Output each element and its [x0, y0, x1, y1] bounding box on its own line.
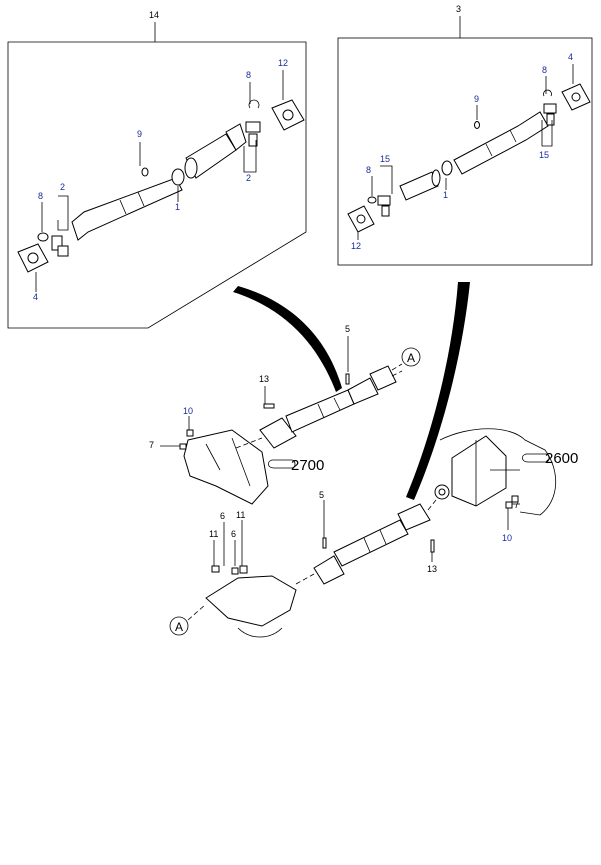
hand-pointer-icon	[522, 453, 550, 463]
callout-12-3: 12	[351, 241, 361, 251]
flange-yoke-right-3	[561, 83, 591, 111]
ref-2700[interactable]: 2700	[291, 457, 324, 474]
callout-3: 3	[456, 4, 461, 14]
callout-4-3: 4	[568, 52, 573, 62]
callout-11: 11	[236, 510, 245, 520]
callout-12: 12	[278, 58, 288, 68]
callout-1-3: 1	[443, 190, 448, 200]
front-slip-yoke	[399, 169, 441, 201]
connector-a-upper: A	[391, 347, 421, 371]
callout-9: 9	[137, 129, 142, 139]
front-propeller-shaft	[313, 503, 431, 585]
flange-yoke-left-3	[347, 205, 375, 233]
snap-ring-left	[37, 232, 49, 242]
hand-pointer-icon	[268, 459, 296, 469]
fasteners	[179, 373, 519, 575]
callout-8-3b: 8	[366, 165, 371, 175]
callout-2-b: 2	[246, 173, 251, 183]
callout-2: 2	[60, 182, 65, 192]
rear-axle-housing	[439, 428, 557, 516]
callout-13-b: 13	[427, 564, 437, 574]
callout-7-b: 7	[514, 500, 519, 510]
flange-yoke-right	[271, 99, 305, 131]
callout-13: 13	[259, 374, 269, 384]
connector-a-label: A	[407, 351, 415, 365]
rear-drive-flange	[434, 484, 450, 500]
callout-15: 15	[380, 154, 390, 164]
callout-6-b: 6	[231, 529, 236, 539]
front-shaft-tube	[453, 111, 549, 175]
callout-8: 8	[246, 70, 251, 80]
universal-joint-left	[51, 235, 69, 257]
snap-ring-left-3	[367, 196, 377, 204]
snap-ring-right-3	[543, 89, 552, 97]
pointer-stroke-box3	[406, 282, 470, 500]
callout-10-b: 10	[502, 533, 512, 543]
sleeve-yoke	[184, 123, 247, 179]
callout-9-3: 9	[474, 94, 479, 104]
callout-10: 10	[183, 406, 193, 416]
callout-6: 6	[220, 511, 225, 521]
front-axle-diff	[205, 575, 297, 638]
callout-15-b: 15	[539, 150, 549, 160]
universal-joint-left-3	[377, 195, 391, 217]
rear-shaft-tube	[71, 167, 183, 241]
callout-5: 5	[345, 324, 350, 334]
connector-a-label-lower: A	[175, 620, 183, 634]
callout-11-b: 11	[209, 529, 218, 539]
rear-propeller-shaft	[259, 365, 397, 449]
callout-14: 14	[149, 10, 159, 20]
snap-ring-right	[248, 99, 260, 109]
callout-4: 4	[33, 292, 38, 302]
callout-1: 1	[175, 202, 180, 212]
pointer-stroke-box14	[233, 286, 342, 392]
callout-8-b: 8	[38, 191, 43, 201]
universal-joint-right	[245, 121, 261, 147]
universal-joint-right-3	[543, 103, 557, 126]
callout-8-3: 8	[542, 65, 547, 75]
callout-5-b: 5	[319, 490, 324, 500]
snap-ring-middle	[171, 168, 185, 186]
connector-a-lower: A	[169, 603, 207, 636]
transfer-case	[183, 429, 269, 505]
detail-box-3: 3	[337, 4, 593, 266]
detail-box-14: 14	[7, 10, 307, 329]
snap-ring-middle-3	[441, 160, 453, 176]
ref-2600[interactable]: 2600	[545, 450, 578, 467]
callout-7: 7	[149, 440, 154, 450]
flange-yoke-left	[17, 243, 49, 273]
